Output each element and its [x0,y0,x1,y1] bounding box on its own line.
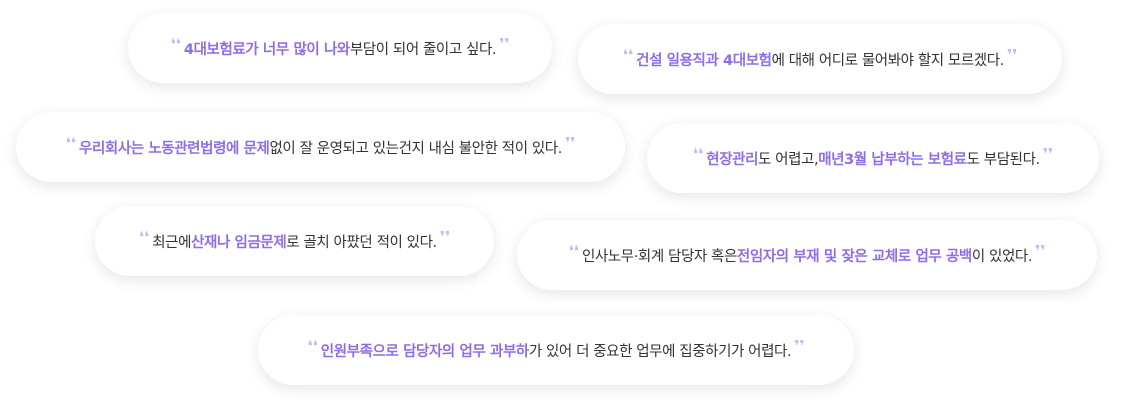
open-quote-icon: ❛❛ [307,337,318,355]
close-quote-icon: ❜❜ [439,228,451,246]
concern-text: 도 부담된다. [966,151,1041,168]
concern-highlight: 우리회사는 노동관련법령에 문제 [79,140,270,157]
concern-text: 로 골치 아팠던 적이 있다. [286,234,437,251]
close-quote-icon: ❜❜ [794,337,805,355]
concern-highlight: 인원부족으로 담당자의 업무 과부하 [320,343,529,360]
open-quote-icon: ❛❛ [138,228,150,246]
open-quote-icon: ❛❛ [692,145,704,163]
open-quote-icon: ❛❛ [622,46,634,64]
open-quote-icon: ❛❛ [65,134,77,152]
concern-highlight: 4대보험료가 너무 많이 나와 [183,41,350,58]
concern-bubble-6: ❛❛ 인사노무·회계 담당자 혹은 전임자의 부재 및 잦은 교체로 업무 공백… [517,220,1097,290]
concern-text: 최근에 [152,234,192,251]
concern-highlight: 전임자의 부재 및 잦은 교체로 업무 공백 [736,248,972,265]
concern-text: 가 있어 더 중요한 업무에 집중하기가 어렵다. [528,343,792,360]
concern-bubble-1: ❛❛ 4대보험료가 너무 많이 나와 부담이 되어 줄이고 싶다. ❜❜ [128,13,552,83]
concern-text: 도 어렵고, [758,151,819,168]
close-quote-icon: ❜❜ [499,35,510,53]
concern-highlight: 산재나 임금문제 [191,234,287,251]
concern-text: 인사노무·회계 담당자 혹은 [581,248,737,265]
concern-highlight: 건설 일용직과 4대보험 [636,52,772,69]
open-quote-icon: ❛❛ [568,242,579,260]
open-quote-icon: ❛❛ [170,35,181,53]
concern-highlight: 매년3월 납부하는 보험료 [818,151,967,168]
close-quote-icon: ❜❜ [1006,46,1018,64]
concern-text: 이 있었다. [971,248,1033,265]
concern-text: 에 대해 어디로 물어봐야 할지 모르겠다. [771,52,1005,69]
close-quote-icon: ❜❜ [1035,242,1046,260]
close-quote-icon: ❜❜ [1042,145,1054,163]
concern-text: 없이 잘 운영되고 있는건지 내심 불안한 적이 있다. [269,140,562,157]
close-quote-icon: ❜❜ [564,134,576,152]
concern-highlight: 현장관리 [706,151,759,168]
concern-text: 부담이 되어 줄이고 싶다. [349,41,497,58]
